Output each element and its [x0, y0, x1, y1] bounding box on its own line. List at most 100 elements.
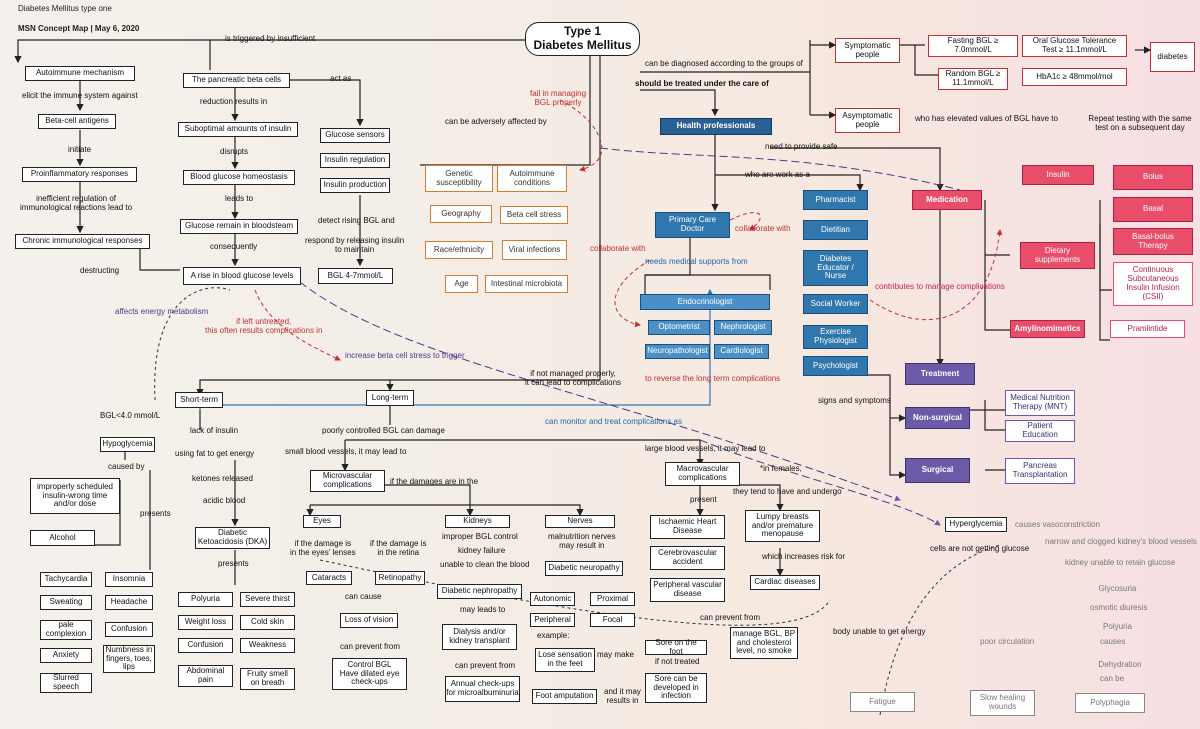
node-regulation: Insulin regulation — [320, 153, 390, 168]
node-slow-heal: Slow healing wounds — [970, 690, 1035, 716]
node-diabetes: diabetes — [1150, 42, 1195, 72]
link-consequently: consequently — [210, 242, 258, 251]
link-osmotic: osmotic diuresis — [1090, 603, 1148, 612]
node-basal[interactable]: Basal — [1113, 197, 1193, 222]
link-presents: presents — [140, 509, 171, 518]
node-psych[interactable]: Psychologist — [803, 356, 868, 376]
node-control-bgl: Control BGL Have dilated eye check-ups — [332, 658, 407, 690]
node-retinopathy: Retinopathy — [375, 571, 425, 585]
node-nephro[interactable]: Nephrologist — [714, 320, 772, 335]
link-not-managed: if not managed properly, it can lead to … — [525, 369, 622, 387]
node-mnt[interactable]: Medical Nutrition Therapy (MNT) — [1005, 390, 1075, 416]
node-sensors: Glucose sensors — [320, 128, 390, 143]
node-medication[interactable]: Medication — [912, 190, 982, 210]
node-basal-bolus[interactable]: Basal-bolus Therapy — [1113, 228, 1193, 255]
node-tachy: Tachycardia — [40, 572, 92, 587]
link-may-results: and it may results in — [604, 687, 641, 705]
link-prevent1: can prevent from — [340, 642, 401, 651]
node-dehydration: Dehydration — [1098, 659, 1142, 669]
link-causes: causes — [1100, 637, 1126, 646]
node-macro: Macrovascular complications — [665, 462, 740, 486]
node-insulin[interactable]: Insulin — [1022, 165, 1094, 185]
node-educator[interactable]: Diabetes Educator / Nurse — [803, 250, 868, 286]
node-thirst: Severe thirst — [240, 592, 295, 607]
node-hba1c: HbA1c ≥ 48mmol/mol — [1022, 68, 1127, 86]
link-increases: which increases risk for — [762, 552, 846, 561]
node-health-prof[interactable]: Health professionals — [660, 118, 772, 135]
link-inefficient: inefficient regulation of immunological … — [20, 194, 133, 212]
node-fatigue: Fatigue — [850, 692, 915, 712]
node-education[interactable]: Patient Education — [1005, 420, 1075, 442]
node-beta-stress: Beta cell stress — [500, 206, 568, 224]
node-long: Long-term — [366, 390, 414, 406]
link-diagnosed: can be diagnosed according to the groups… — [645, 59, 803, 68]
link-prevent2: can prevent from — [455, 661, 516, 670]
link-destructing: destructing — [80, 266, 120, 275]
node-pancreatic: The pancreatic beta cells — [183, 73, 290, 88]
link-vaso: causes vasoconstriction — [1015, 520, 1100, 529]
node-ihd: Ischaemic Heart Disease — [650, 515, 725, 539]
link-collab2: collaborate with — [590, 244, 646, 253]
node-primary-care[interactable]: Primary Care Doctor — [655, 212, 730, 238]
link-acidic: acidic blood — [203, 496, 246, 505]
node-pramlintide[interactable]: Pramlintide — [1110, 320, 1185, 338]
link-large: large blood vessels, it may lead to — [645, 444, 766, 453]
node-confusion2: Confusion — [178, 638, 233, 653]
node-social[interactable]: Social Worker — [803, 294, 868, 314]
node-csii[interactable]: Continuous Subcutaneous Insulin Infusion… — [1113, 262, 1193, 306]
node-race: Race/ethnicity — [425, 241, 493, 259]
node-beta-antigens: Beta-cell antigens — [38, 114, 116, 129]
link-reduction: reduction results in — [200, 97, 268, 106]
link-triggered: is triggered by insufficient — [225, 34, 316, 43]
link-can-be: can be — [1100, 674, 1125, 683]
node-rise: A rise in blood glucose levels — [183, 267, 301, 285]
node-glycosuria: Glycosuria — [1098, 583, 1137, 593]
node-autoimm-cond: Autoimmune conditions — [497, 165, 567, 192]
node-neuro[interactable]: Neuropathologist — [645, 344, 710, 359]
node-dietary[interactable]: Dietary supplements — [1020, 242, 1095, 269]
node-nonsurgical[interactable]: Non-surgical — [905, 407, 970, 429]
node-slurred: Slurred speech — [40, 673, 92, 693]
node-exercise[interactable]: Exercise Physiologist — [803, 325, 868, 349]
node-random: Random BGL ≥ 11.1mmol/L — [938, 68, 1008, 90]
node-dietitian[interactable]: Dietitian — [803, 220, 868, 240]
link-females: *in females, — [760, 464, 802, 473]
node-manage: manage BGL, BP and cholesterol level, no… — [730, 627, 798, 659]
link-fail: fail in managing BGL properly — [530, 89, 587, 107]
link-presents2: presents — [218, 559, 249, 568]
node-opto[interactable]: Optometrist — [648, 320, 710, 335]
node-treatment[interactable]: Treatment — [905, 363, 975, 385]
node-lumpy: Lumpy breasts and/or premature menopause — [745, 510, 820, 542]
node-suboptimal: Suboptimal amounts of insulin — [178, 122, 298, 137]
node-polyuria1: Polyuria — [178, 592, 233, 607]
link-prevent3: can prevent from — [700, 613, 761, 622]
node-neuropathy: Diabetic neuropathy — [545, 561, 623, 576]
link-may-make: may make — [597, 650, 634, 659]
node-pancreas-tx[interactable]: Pancreas Transplantation — [1005, 458, 1075, 484]
link-present: present — [690, 495, 717, 504]
node-amylin[interactable]: Amylinomimetics — [1010, 320, 1085, 338]
node-numbness: Numbness in fingers, toes, lips — [103, 645, 155, 673]
node-alcohol: Alcohol — [30, 530, 95, 546]
node-cardio[interactable]: Cardiologist — [714, 344, 769, 359]
link-treated: should be treated under the care of — [635, 79, 769, 88]
node-viral: Viral infections — [502, 240, 567, 260]
node-surgical[interactable]: Surgical — [905, 458, 970, 483]
node-endo[interactable]: Endocrinologist — [640, 294, 770, 310]
node-hyperglycemia: Hyperglycemia — [945, 517, 1007, 532]
node-pharm[interactable]: Pharmacist — [803, 190, 868, 210]
link-tend: they tend to have and undergo — [733, 487, 842, 496]
link-elevated: who has elevated values of BGL have to — [915, 114, 1058, 123]
link-untreated: if left untreated, this often results co… — [205, 317, 323, 335]
link-affects-energy: affects energy metabolism — [115, 307, 209, 316]
node-microbiota: Intestinal microbiota — [485, 275, 568, 293]
link-act-as: act as — [330, 74, 352, 83]
node-chronic: Chronic immunological responses — [15, 234, 150, 249]
node-focal: Focal — [590, 613, 635, 627]
node-coldskin: Cold skin — [240, 615, 295, 630]
node-sweating: Sweating — [40, 595, 92, 610]
node-eyes: Eyes — [303, 515, 341, 528]
node-bolus[interactable]: Bolus — [1113, 165, 1193, 190]
link-eyes-lens: if the damage is in the eyes' lenses — [290, 539, 356, 557]
link-bgl-low: BGL<4.0 mmol/L — [100, 411, 161, 420]
